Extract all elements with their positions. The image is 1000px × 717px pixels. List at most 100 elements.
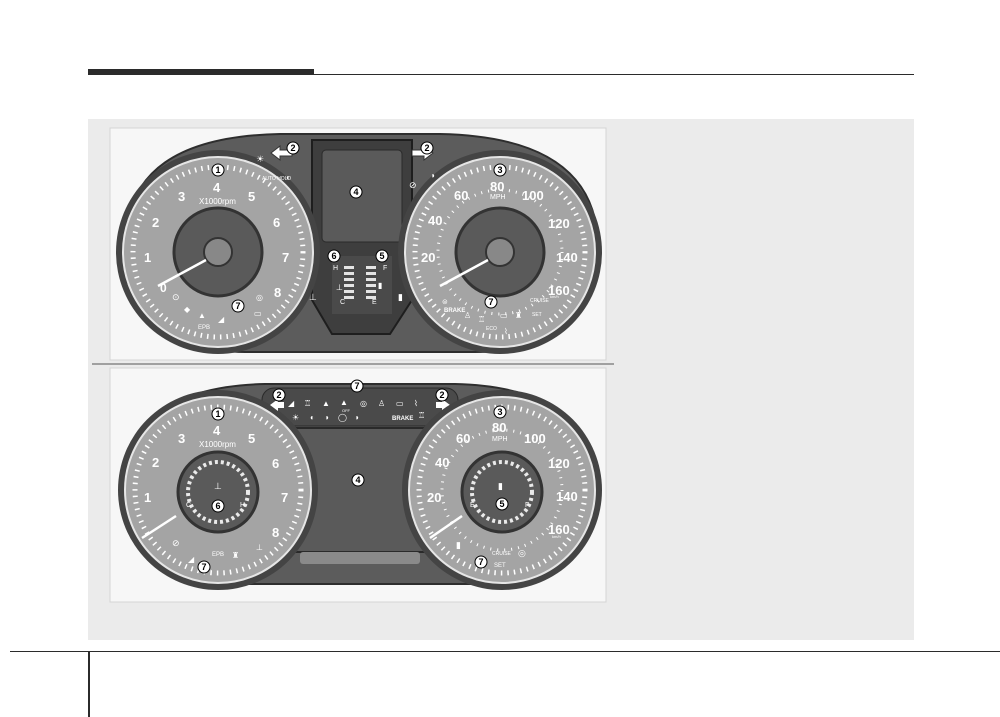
cluster-a: 0 1 2 3 4 5 6 7 8 X1000rpm AUTO HOLD EPB… — [116, 133, 602, 354]
oil-pressure-a-icon: ⌇ — [504, 327, 508, 336]
cluster-a-tacho-ticks — [130, 164, 306, 340]
airbag-b-a-icon: ♖ — [478, 315, 485, 324]
speedo-a-tick-120: 120 — [548, 216, 570, 231]
traction-a-icon: ▲ — [198, 311, 206, 320]
callout-a-2-left: 2 — [286, 141, 300, 155]
speedo-b-tick-140: 140 — [556, 489, 578, 504]
cluster-b-tacho-ticks — [132, 404, 304, 576]
fog-lamp-a-icon: ◐ — [286, 173, 291, 182]
tacho-b-tick-1: 1 — [144, 490, 151, 505]
high-beam-b-icon: ◑ — [354, 413, 359, 422]
eco-a-label: ECO — [486, 326, 497, 332]
airbag-b-icon: ♖ — [418, 411, 425, 420]
callout-a-3: 3 — [493, 163, 507, 177]
callout-b-3: 3 — [493, 405, 507, 419]
tacho-a-tick-8: 8 — [274, 285, 281, 300]
footer-vrule — [88, 651, 90, 717]
off-b-label: OFF — [342, 408, 351, 413]
cluster-a-bar-display — [332, 256, 392, 314]
header-rule-thin — [314, 74, 914, 75]
low-fuel-b-icon: ▮ — [456, 540, 461, 550]
svg-text:4: 4 — [355, 475, 360, 485]
cluster-a-display — [321, 149, 403, 243]
seatbelt-a-icon: ⊙ — [172, 292, 180, 302]
traction-b-icon: ▲ — [322, 399, 330, 408]
tacho-b-tick-6: 6 — [272, 456, 279, 471]
temp-h-b: H — [240, 502, 245, 509]
cluster-a-tacho-needle — [157, 258, 207, 288]
tacho-b-tick-3: 3 — [178, 431, 185, 446]
speedo-a-tick-140: 140 — [556, 250, 578, 265]
callout-a-4: 4 — [349, 185, 363, 199]
svg-text:1: 1 — [215, 409, 220, 419]
traction-off-b-icon: ▲ — [340, 398, 348, 407]
speedo-b-tick-160: 160 — [548, 522, 570, 537]
engine-check-b-icon: ♖ — [304, 399, 311, 408]
fuel-e-b: E — [470, 502, 475, 509]
callout-b-7-top: 7 — [350, 379, 364, 393]
headlamp-a-icon: ☀ — [256, 154, 264, 164]
door-open-b-icon: ◢ — [188, 555, 195, 564]
callout-a-5: 5 — [375, 249, 389, 263]
tpms-a-icon: ◎ — [256, 293, 263, 302]
cluster-a-speedo-kmh-ticks — [436, 188, 564, 316]
svg-text:5: 5 — [499, 499, 504, 509]
temp-h-a: H — [333, 265, 338, 272]
callout-a-7-left: 7 — [231, 299, 245, 313]
callout-a-1: 1 — [211, 163, 225, 177]
tacho-a-tick-3: 3 — [178, 189, 185, 204]
callout-b-1: 1 — [211, 407, 225, 421]
power-steering-b-icon: ⊘ — [172, 538, 180, 548]
door-open-a-icon: ◢ — [218, 315, 225, 324]
battery-a-icon: ▭ — [500, 311, 508, 320]
header-rule-thick — [88, 69, 314, 75]
speedo-b-unit-small: km/h — [552, 534, 561, 539]
high-beam-a-icon: ◑ — [430, 171, 435, 180]
fuel-f-a: F — [383, 265, 387, 272]
svg-text:2: 2 — [276, 390, 281, 400]
cluster-a-tacho-hub — [203, 237, 233, 267]
set-a-label: SET — [532, 312, 542, 318]
svg-text:2: 2 — [424, 143, 429, 153]
brake-a-label: BRAKE — [444, 308, 465, 314]
power-steering-a-icon: ⊘ — [409, 180, 417, 190]
svg-text:3: 3 — [497, 407, 502, 417]
seatbelt-b-a-icon: ♙ — [464, 311, 471, 320]
fuel-bar-a-icon: ▮ — [378, 281, 382, 290]
speedo-a-unit: MPH — [490, 194, 506, 201]
tacho-b-unit: X1000rpm — [199, 440, 236, 449]
callout-b-2-left: 2 — [272, 388, 286, 402]
coolant-b-icon: ⊥ — [214, 481, 222, 491]
tacho-a-tick-1: 1 — [144, 250, 151, 265]
speedo-b-tick-40: 40 — [435, 455, 449, 470]
svg-text:3: 3 — [497, 165, 502, 175]
footer-rule — [10, 651, 1000, 652]
master-warning-b-icon: ♜ — [232, 551, 239, 560]
coolant-a-icon: ⊥ — [309, 292, 317, 302]
fuel-bar-a — [366, 266, 376, 299]
tacho-b-tick-4: 4 — [213, 423, 221, 438]
callout-b-7-right: 7 — [474, 555, 488, 569]
tacho-b-tick-7: 7 — [281, 490, 288, 505]
tacho-a-tick-5: 5 — [248, 189, 255, 204]
callout-b-7-left: 7 — [197, 560, 211, 574]
cruise-b-label: CRUISE — [492, 551, 512, 557]
svg-text:7: 7 — [354, 381, 359, 391]
tacho-b-tick-2: 2 — [152, 455, 159, 470]
speedo-a-tick-80: 80 — [490, 179, 504, 194]
cluster-b-lower-trim — [300, 552, 420, 564]
cluster-b-temp-dial-scale — [186, 460, 250, 524]
cluster-a-speedo-ticks — [412, 164, 588, 340]
set-b-label: SET — [494, 563, 506, 569]
tacho-b-tick-8: 8 — [272, 525, 279, 540]
speedo-b-tick-20: 20 — [427, 490, 441, 505]
fuel-f-b: F — [525, 502, 529, 509]
svg-text:2: 2 — [439, 390, 444, 400]
tacho-a-tick-4: 4 — [213, 180, 221, 195]
speedo-b-tick-120: 120 — [548, 456, 570, 471]
svg-text:6: 6 — [215, 501, 220, 511]
speedo-a-tick-160: 160 — [548, 283, 570, 298]
svg-text:6: 6 — [331, 251, 336, 261]
callout-b-5: 5 — [495, 497, 509, 511]
speedo-a-tick-60: 60 — [454, 188, 468, 203]
